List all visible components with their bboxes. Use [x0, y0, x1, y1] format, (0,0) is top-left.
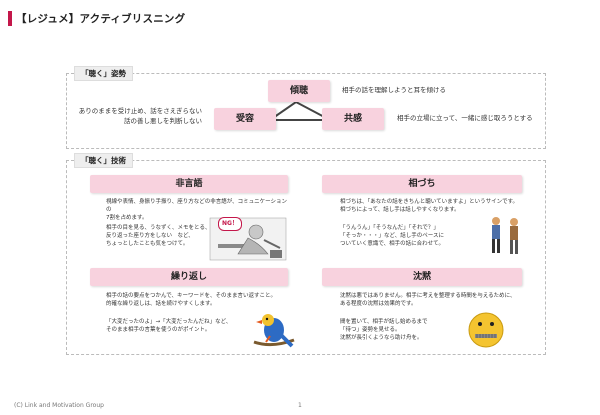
juyo-description-line1: ありのままを受け止め、話をさえぎらない: [78, 107, 202, 115]
ng-badge: NG！: [218, 217, 242, 231]
juyo-label: 受容: [235, 114, 254, 124]
nonverbal-text-2: 相手の目を見る、うなずく、メモをとる、 反り返った座り方をしない など、 ちょっ…: [106, 225, 211, 247]
nonverbal-text-1: 視線や表情、身振り手振り、座り方などの非言語が、コミュニケーションの 7割を占め…: [106, 199, 288, 221]
posture-section: [66, 73, 546, 149]
silence-text-1: 沈黙は悪ではありません。相手に考えを整理する時間を与えるために、 ある程度の沈黙…: [340, 293, 516, 307]
silence-text-2: 間を置いて、相手が話し始めるまで 「待つ」姿勢を見せる。 沈黙が長引くようなら助…: [340, 319, 428, 341]
keicho-description: 相手の話を理解しようと耳を傾ける: [342, 86, 446, 94]
silence-title-box: 沈黙: [322, 268, 522, 286]
aizuchi-text-2: 「うんうん」「そうなんだ」「それで？」 「そっか・・・」など、話し手のペースに …: [340, 225, 444, 247]
nonverbal-title: 非言語: [175, 179, 203, 189]
parrot-illustration: [253, 314, 295, 348]
skills-section: [66, 160, 546, 355]
skills-section-label: 「聴く」技術: [74, 153, 133, 168]
ng-label: NG！: [222, 220, 238, 227]
aizuchi-title-box: 相づち: [322, 175, 522, 193]
repeat-text-2: 「大変だったのよ」→「大変だったんだね」など、 そのまま相手の言葉を使うのがポイ…: [106, 319, 232, 333]
kyokan-description: 相手の立場に立って、一緒に感じ取ろうとする: [397, 114, 533, 122]
footer-copyright: (C) Link and Motivation Group: [14, 402, 104, 409]
two-people-talking-illustration: [492, 217, 518, 254]
silence-title: 沈黙: [412, 272, 431, 282]
repeat-title-box: 繰り返し: [90, 268, 288, 286]
page-number: 1: [298, 402, 302, 409]
aizuchi-title: 相づち: [408, 179, 436, 189]
keicho-box: 傾聴: [268, 80, 330, 102]
zipped-mouth-face-illustration: [468, 312, 504, 348]
keicho-label: 傾聴: [289, 86, 308, 96]
nonverbal-title-box: 非言語: [90, 175, 288, 193]
posture-section-label: 「聴く」姿勢: [74, 66, 133, 81]
juyo-description-line2: 話の善し悪しを判断しない: [124, 117, 202, 125]
page-title: 【レジュメ】アクティブリスニング: [16, 13, 186, 25]
repeat-title: 繰り返し: [170, 272, 207, 282]
kyokan-label: 共感: [343, 114, 362, 124]
juyo-box: 受容: [214, 108, 276, 130]
repeat-text-1: 相手の話の要点をつかんで、キーワードを、そのまま言い返すこと。 的確な繰り返しは…: [106, 293, 277, 307]
title-accent-bar: [8, 11, 12, 26]
aizuchi-text-1: 相づちは、「あなたの話をきちんと聴いていますよ」というサインです。 相づちによっ…: [340, 199, 519, 213]
kyokan-box: 共感: [322, 108, 384, 130]
